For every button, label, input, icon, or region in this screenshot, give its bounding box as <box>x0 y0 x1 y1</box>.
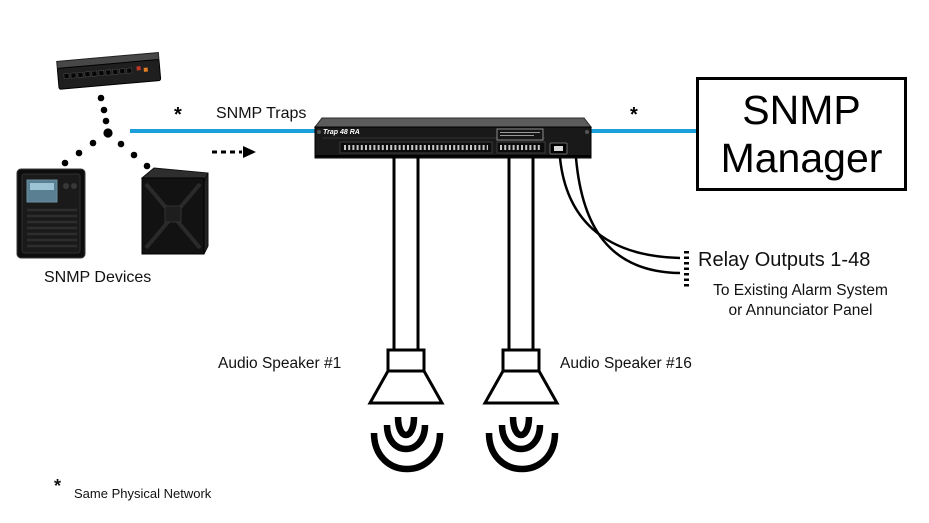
footnote-star: * <box>54 476 62 496</box>
speaker-wires <box>392 157 535 351</box>
trap48-rack-unit-icon <box>313 117 593 159</box>
sound-waves-1-icon <box>370 416 444 473</box>
relay-desc-line1: To Existing Alarm System <box>713 282 888 299</box>
ups-tower-icon <box>16 168 86 259</box>
same-network-star-right: * <box>630 104 638 126</box>
relay-outputs-description: To Existing Alarm System or Annunciator … <box>688 281 913 321</box>
horn-speaker-16-icon <box>482 348 560 405</box>
rack-front-label: Trap 48 RA <box>323 129 360 136</box>
relay-outputs-label: Relay Outputs 1-48 <box>698 249 871 271</box>
network-switch-icon <box>56 51 162 90</box>
snmp-manager-line1: SNMP <box>742 87 861 133</box>
sound-waves-16-icon <box>485 416 559 473</box>
dashed-arrow-icon <box>212 146 256 158</box>
relay-output-wires <box>558 157 681 275</box>
server-tower-icon <box>140 167 209 255</box>
footnote-text: Same Physical Network <box>74 486 212 501</box>
dotted-link-lines <box>61 94 151 170</box>
same-network-star-left: * <box>174 104 182 126</box>
audio-speaker-1-label: Audio Speaker #1 <box>218 355 342 372</box>
audio-speaker-16-label: Audio Speaker #16 <box>560 355 692 372</box>
horn-speaker-1-icon <box>367 348 445 405</box>
snmp-devices-label: SNMP Devices <box>44 269 152 286</box>
snmp-manager-box: SNMP Manager <box>696 77 907 191</box>
snmp-manager-line2: Manager <box>720 135 883 181</box>
snmp-traps-label: SNMP Traps <box>216 105 307 122</box>
relay-desc-line2: or Annunciator Panel <box>728 302 873 319</box>
